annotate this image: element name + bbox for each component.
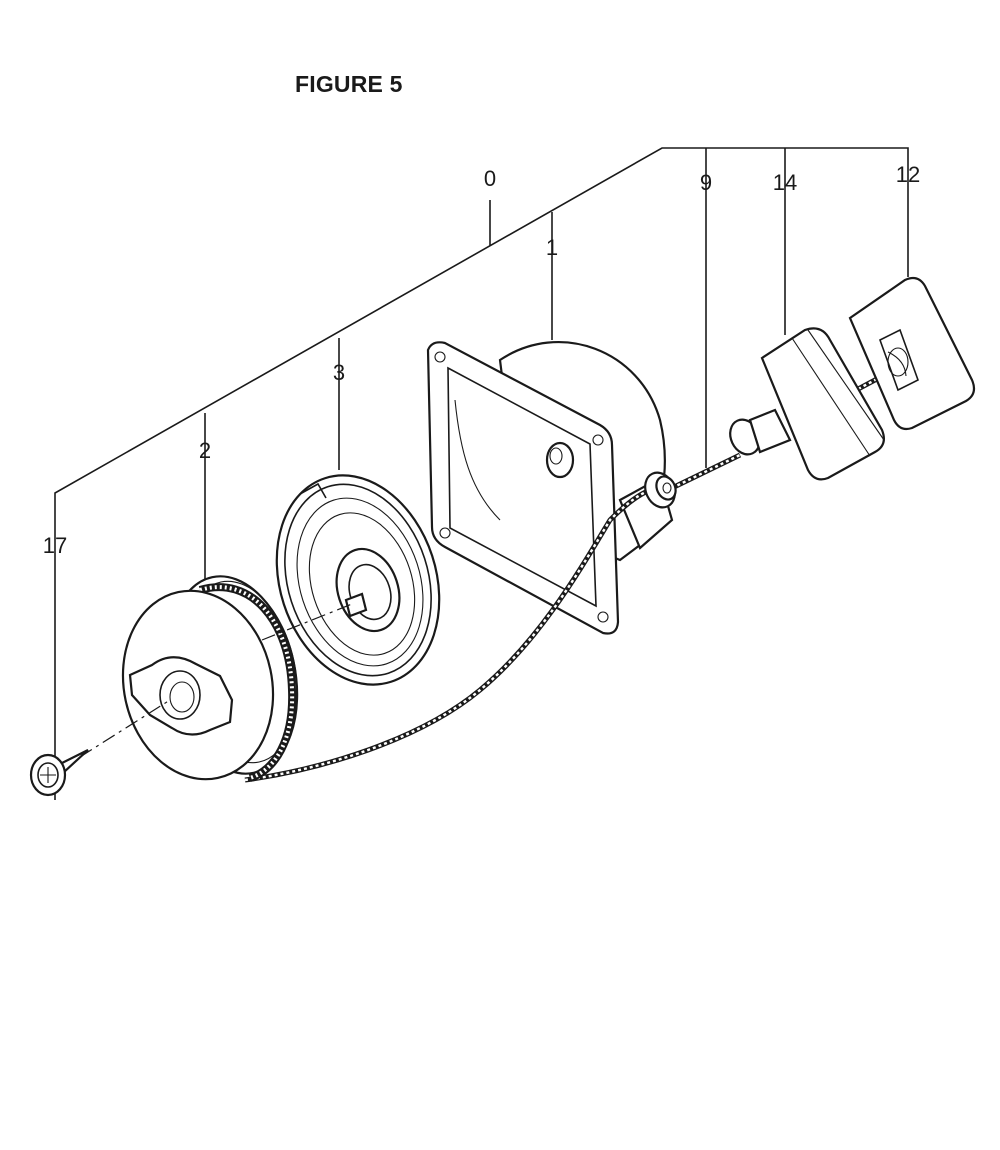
assembly-centerline: [79, 603, 353, 758]
callout-1: 1: [546, 235, 558, 260]
starter-housing: [426, 340, 674, 635]
callout-9: 9: [700, 170, 712, 195]
leader-lines: [54, 147, 909, 800]
callout-12: 12: [896, 162, 920, 187]
callout-0: 0: [484, 166, 496, 191]
starter-handle: [848, 276, 976, 431]
main-bracket-line: [54, 147, 909, 800]
callout-2: 2: [199, 438, 211, 463]
figure-title: FIGURE 5: [295, 71, 403, 97]
rope-reel: [121, 575, 299, 782]
callout-3: 3: [333, 360, 345, 385]
callout-labels: 0 1 2 3 9 12 14 17: [43, 162, 920, 558]
screw: [29, 749, 89, 797]
rope-guide-grommet: [644, 471, 677, 509]
callout-14: 14: [773, 170, 797, 195]
recoil-spring: [275, 474, 441, 686]
handle-insert: [729, 327, 885, 481]
callout-17: 17: [43, 533, 67, 558]
